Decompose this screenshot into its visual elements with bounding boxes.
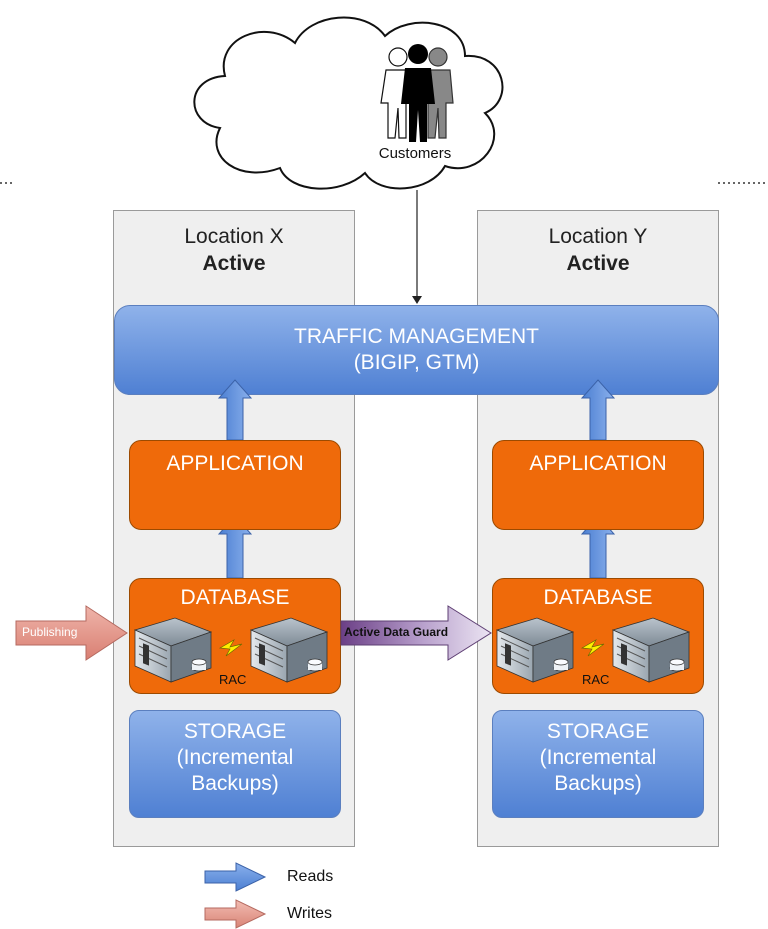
storage-y-box: STORAGE (Incremental Backups) [492, 710, 704, 818]
rac-x-label: RAC [219, 672, 247, 687]
traffic-management-title: TRAFFIC MANAGEMENT [294, 325, 539, 348]
storage-x-line1: STORAGE [183, 720, 287, 743]
location-y-name: Location Y [548, 225, 648, 248]
customers-icon [380, 44, 454, 142]
customers-label: Customers [378, 145, 452, 162]
publishing-arrow [15, 605, 128, 661]
storage-x-line3: Backups) [191, 772, 279, 795]
legend-writes-label: Writes [287, 905, 333, 922]
reads-legend-arrow [204, 862, 267, 892]
application-y-label: APPLICATION [529, 452, 667, 475]
writes-legend-arrow [204, 899, 267, 929]
active-data-guard-arrow [340, 605, 492, 661]
location-y-title: Location Y Active [478, 223, 718, 277]
storage-y-line2: (Incremental [539, 746, 657, 769]
database-y-label: DATABASE [543, 586, 653, 609]
location-y-status: Active [566, 252, 630, 275]
traffic-management-subtitle: (BIGIP, GTM) [353, 351, 480, 374]
application-x-box: APPLICATION [129, 440, 341, 530]
application-y-box: APPLICATION [492, 440, 704, 530]
rac-y-label: RAC [582, 672, 610, 687]
location-x-name: Location X [184, 225, 284, 248]
publishing-label: Publishing [22, 625, 78, 639]
legend-reads-label: Reads [287, 868, 334, 885]
active-data-guard-label: Active Data Guard [344, 625, 449, 639]
storage-y-line3: Backups) [554, 772, 642, 795]
location-x-status: Active [202, 252, 266, 275]
storage-x-box: STORAGE (Incremental Backups) [129, 710, 341, 818]
location-x-title: Location X Active [114, 223, 354, 277]
application-x-label: APPLICATION [166, 452, 304, 475]
storage-x-line2: (Incremental [176, 746, 294, 769]
database-x-label: DATABASE [180, 586, 290, 609]
customers-cloud [193, 16, 504, 190]
storage-y-line1: STORAGE [546, 720, 650, 743]
traffic-management-box: TRAFFIC MANAGEMENT (BIGIP, GTM) [114, 305, 719, 395]
